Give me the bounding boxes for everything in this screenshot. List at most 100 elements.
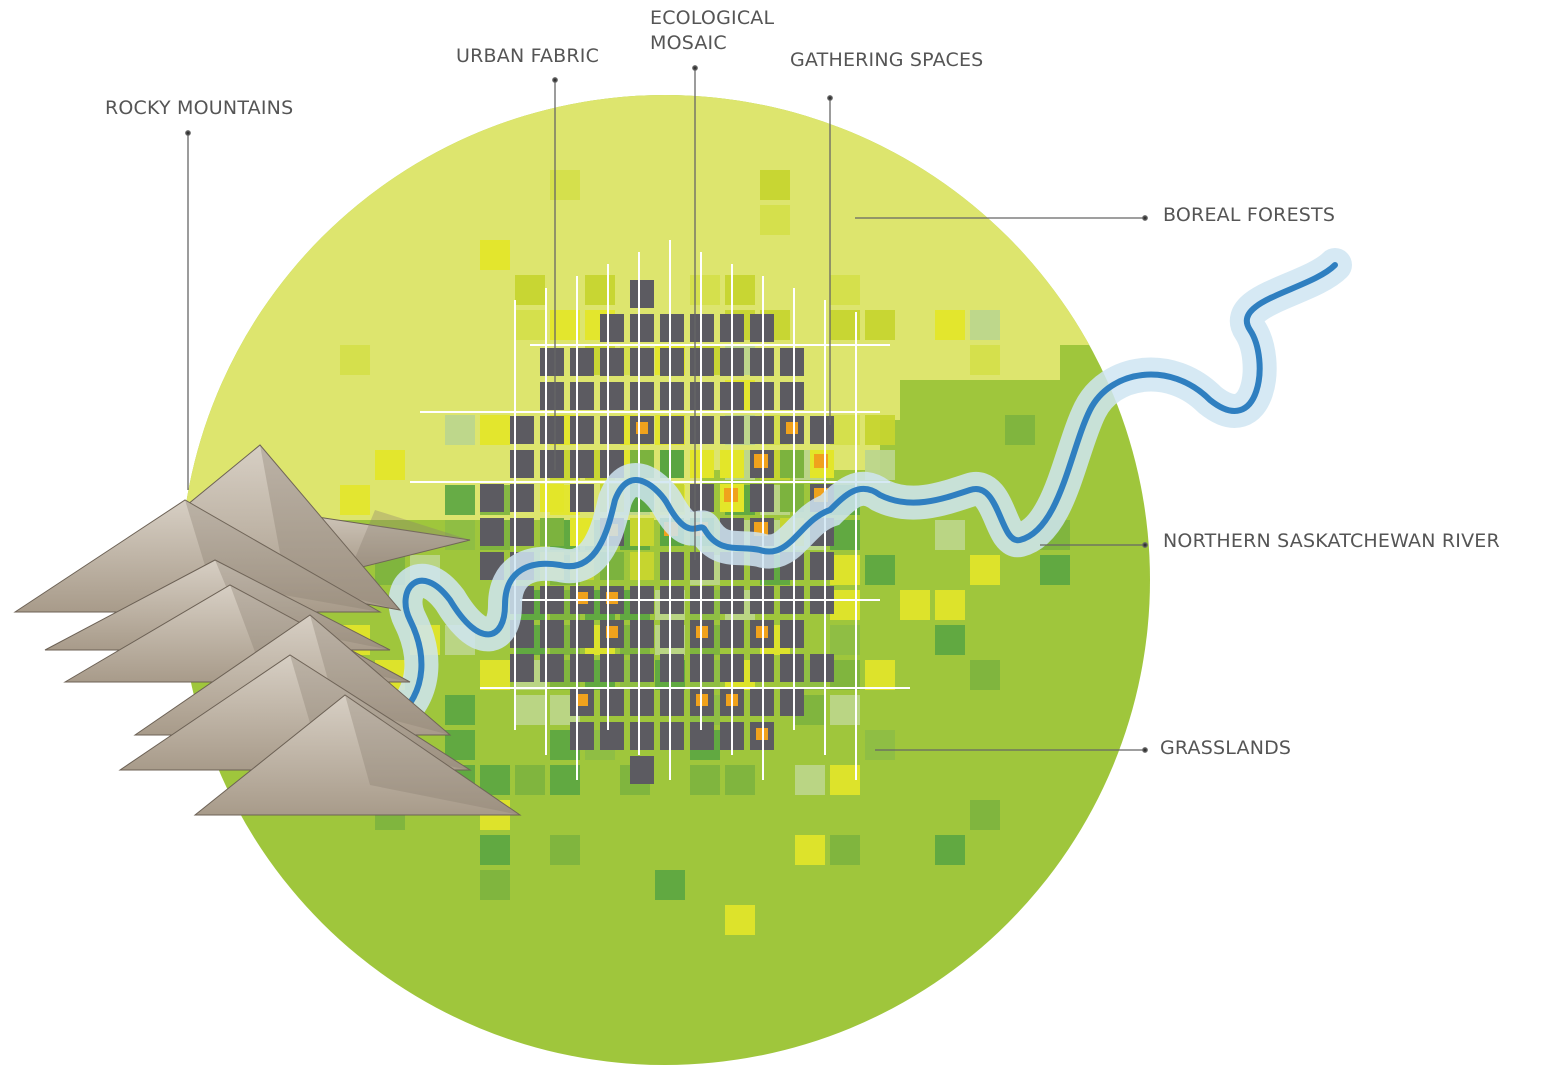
urban-block bbox=[660, 348, 684, 376]
mosaic-square bbox=[655, 870, 685, 900]
urban-block bbox=[570, 450, 594, 478]
mosaic-square bbox=[515, 275, 545, 305]
mountain-shadow bbox=[350, 510, 470, 570]
mosaic-square bbox=[550, 835, 580, 865]
urban-block bbox=[540, 654, 564, 682]
mosaic-square bbox=[725, 275, 755, 305]
urban-block bbox=[600, 654, 624, 682]
mosaic-square bbox=[725, 765, 755, 795]
mountain-shadow bbox=[345, 695, 520, 815]
urban-block bbox=[630, 314, 654, 342]
mosaic-square bbox=[935, 625, 965, 655]
label-rocky-mountains: ROCKY MOUNTAINS bbox=[105, 97, 294, 119]
mosaic-square bbox=[1005, 415, 1035, 445]
urban-block bbox=[660, 688, 684, 716]
urban-block bbox=[510, 654, 534, 682]
urban-block bbox=[570, 416, 594, 444]
urban-block bbox=[540, 484, 564, 512]
urban-block bbox=[540, 348, 564, 376]
urban-block bbox=[780, 450, 804, 478]
urban-block bbox=[660, 620, 684, 648]
urban-block bbox=[570, 722, 594, 750]
label-ecological-mosaic-line2: MOSAIC bbox=[650, 32, 727, 54]
mosaic-square bbox=[340, 345, 370, 375]
mosaic-square bbox=[865, 555, 895, 585]
urban-block bbox=[570, 484, 594, 512]
mosaic-square bbox=[935, 310, 965, 340]
mosaic-square bbox=[1040, 555, 1070, 585]
mosaic-square bbox=[480, 240, 510, 270]
urban-block bbox=[780, 382, 804, 410]
urban-block bbox=[630, 280, 654, 308]
label-ecological-mosaic: ECOLOGICAL MOSAIC bbox=[650, 6, 774, 56]
mosaic-square bbox=[480, 835, 510, 865]
urban-block bbox=[600, 348, 624, 376]
urban-block bbox=[630, 654, 654, 682]
mountain-icon bbox=[13, 444, 522, 816]
urban-block bbox=[630, 348, 654, 376]
urban-block bbox=[660, 552, 684, 580]
urban-block bbox=[540, 382, 564, 410]
mosaic-square bbox=[795, 765, 825, 795]
urban-block bbox=[540, 416, 564, 444]
mosaic-square bbox=[970, 310, 1000, 340]
urban-block bbox=[810, 654, 834, 682]
mosaic-square bbox=[445, 695, 475, 725]
label-northern-saskatchewan-river: NORTHERN SASKATCHEWAN RIVER bbox=[1163, 530, 1500, 552]
urban-block bbox=[630, 620, 654, 648]
urban-block bbox=[480, 484, 504, 512]
leader-lines bbox=[185, 65, 1148, 753]
mosaic-square bbox=[935, 520, 965, 550]
mountain-shadow bbox=[215, 560, 390, 650]
urban-block bbox=[780, 654, 804, 682]
mosaic-square bbox=[760, 205, 790, 235]
mosaic-square bbox=[970, 555, 1000, 585]
urban-block bbox=[660, 382, 684, 410]
mosaic-square bbox=[480, 660, 510, 690]
mosaic-square bbox=[830, 275, 860, 305]
urban-block bbox=[600, 314, 624, 342]
urban-block bbox=[510, 416, 534, 444]
mosaic-square bbox=[585, 275, 615, 305]
label-gathering-spaces: GATHERING SPACES bbox=[790, 49, 984, 71]
mosaic-square bbox=[515, 695, 545, 725]
urban-block bbox=[540, 450, 564, 478]
gathering-space bbox=[754, 454, 768, 468]
urban-block bbox=[630, 688, 654, 716]
gathering-space bbox=[576, 694, 588, 706]
mosaic-square bbox=[480, 870, 510, 900]
mosaic-square bbox=[865, 310, 895, 340]
urban-block bbox=[630, 552, 654, 580]
urban-block bbox=[780, 484, 804, 512]
gathering-space bbox=[636, 422, 648, 434]
urban-block bbox=[540, 620, 564, 648]
urban-block bbox=[600, 722, 624, 750]
mosaic-square bbox=[935, 590, 965, 620]
mosaic-square bbox=[480, 415, 510, 445]
urban-block bbox=[660, 654, 684, 682]
urban-block bbox=[660, 416, 684, 444]
label-grasslands: GRASSLANDS bbox=[1160, 737, 1292, 759]
mosaic-square bbox=[445, 415, 475, 445]
mosaic-square bbox=[445, 485, 475, 515]
label-boreal-forests: BOREAL FORESTS bbox=[1163, 204, 1336, 226]
mosaic-square bbox=[515, 310, 545, 340]
mosaic-square bbox=[970, 660, 1000, 690]
mosaic-square bbox=[900, 590, 930, 620]
urban-block bbox=[570, 654, 594, 682]
mosaic-square bbox=[690, 765, 720, 795]
mosaic-square bbox=[375, 450, 405, 480]
urban-block bbox=[570, 382, 594, 410]
mosaic-square bbox=[515, 765, 545, 795]
urban-block bbox=[510, 450, 534, 478]
urban-block bbox=[780, 620, 804, 648]
label-urban-fabric: URBAN FABRIC bbox=[456, 45, 600, 67]
urban-block bbox=[810, 552, 834, 580]
urban-block bbox=[780, 688, 804, 716]
mosaic-square bbox=[725, 905, 755, 935]
gathering-space bbox=[786, 422, 798, 434]
urban-block bbox=[480, 518, 504, 546]
mosaic-square bbox=[830, 835, 860, 865]
